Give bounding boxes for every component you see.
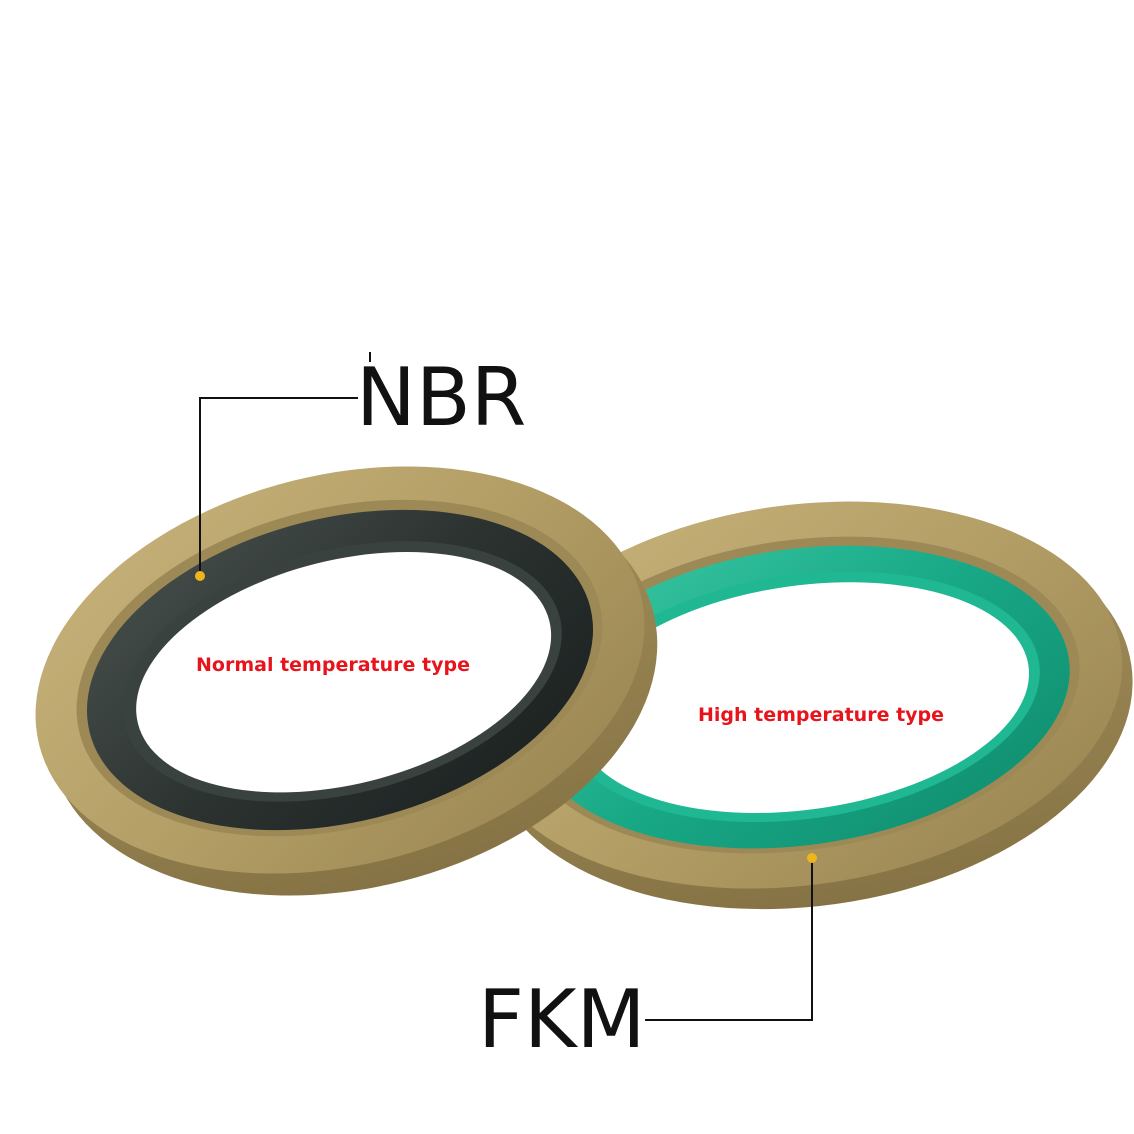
fkm-marker-dot [807, 853, 817, 863]
nbr-marker-dot [195, 571, 205, 581]
fkm-label: FKM [478, 973, 646, 1066]
nbr-label: NBR [356, 351, 527, 444]
nbr-description: Normal temperature type [196, 654, 470, 676]
fkm-description: High temperature type [698, 704, 945, 726]
nbr-leader-line [199, 397, 358, 576]
fkm-leader-line [645, 858, 813, 1021]
nbr-seal [35, 466, 658, 896]
